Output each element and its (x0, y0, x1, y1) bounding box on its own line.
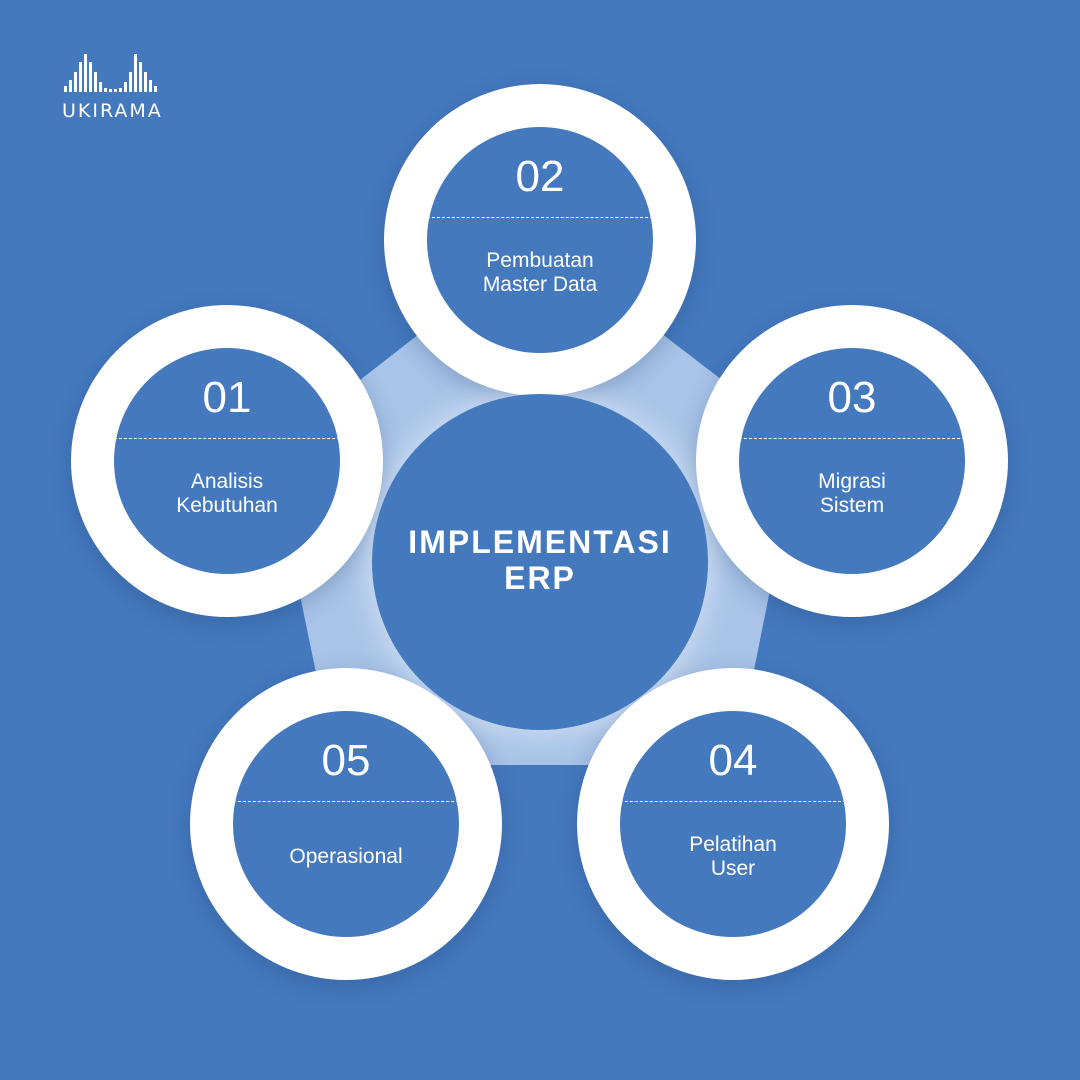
logo-text: UKIRAMA (62, 100, 163, 122)
step-label-line: Analisis (190, 470, 264, 493)
step-04-inner: 04 Pelatihan User (620, 711, 846, 937)
logo-bars-icon (64, 54, 157, 92)
step-label-line: Migrasi (818, 470, 886, 493)
step-label-line: User (710, 857, 756, 880)
step-label-line: Operasional (289, 845, 403, 868)
step-number: 02 (515, 152, 565, 201)
ukirama-logo: UKIRAMA (60, 52, 170, 124)
step-number: 04 (708, 736, 758, 785)
step-divider (233, 801, 459, 802)
step-03-inner: 03 Migrasi Sistem (739, 348, 965, 574)
step-01-inner: 01 Analisis Kebutuhan (114, 348, 340, 574)
step-divider (739, 438, 965, 439)
step-label-line: Sistem (819, 494, 885, 517)
step-label: Pelatihan User (632, 833, 834, 881)
step-04-circle: 04 Pelatihan User (577, 668, 889, 980)
step-number: 03 (827, 373, 877, 422)
step-label-line: Master Data (482, 273, 598, 296)
step-05-circle: 05 Operasional (190, 668, 502, 980)
step-divider (427, 217, 653, 218)
step-label-line: Pembuatan (486, 249, 594, 272)
step-number: 05 (321, 736, 371, 785)
step-divider (620, 801, 846, 802)
step-label: Operasional (245, 845, 447, 869)
step-label: Analisis Kebutuhan (126, 470, 328, 518)
step-number: 01 (202, 373, 252, 422)
step-label: Pembuatan Master Data (439, 249, 641, 297)
center-title-line: IMPLEMENTASI (408, 524, 672, 560)
step-02-inner: 02 Pembuatan Master Data (427, 127, 653, 353)
center-circle: IMPLEMENTASI ERP (372, 394, 708, 730)
step-label-line: Kebutuhan (176, 494, 278, 517)
step-03-circle: 03 Migrasi Sistem (696, 305, 1008, 617)
center-title: IMPLEMENTASI ERP (372, 524, 708, 596)
step-05-inner: 05 Operasional (233, 711, 459, 937)
step-02-circle: 02 Pembuatan Master Data (384, 84, 696, 396)
step-divider (114, 438, 340, 439)
center-title-line: ERP (504, 560, 576, 596)
step-label: Migrasi Sistem (751, 470, 953, 518)
step-01-circle: 01 Analisis Kebutuhan (71, 305, 383, 617)
step-label-line: Pelatihan (689, 833, 777, 856)
